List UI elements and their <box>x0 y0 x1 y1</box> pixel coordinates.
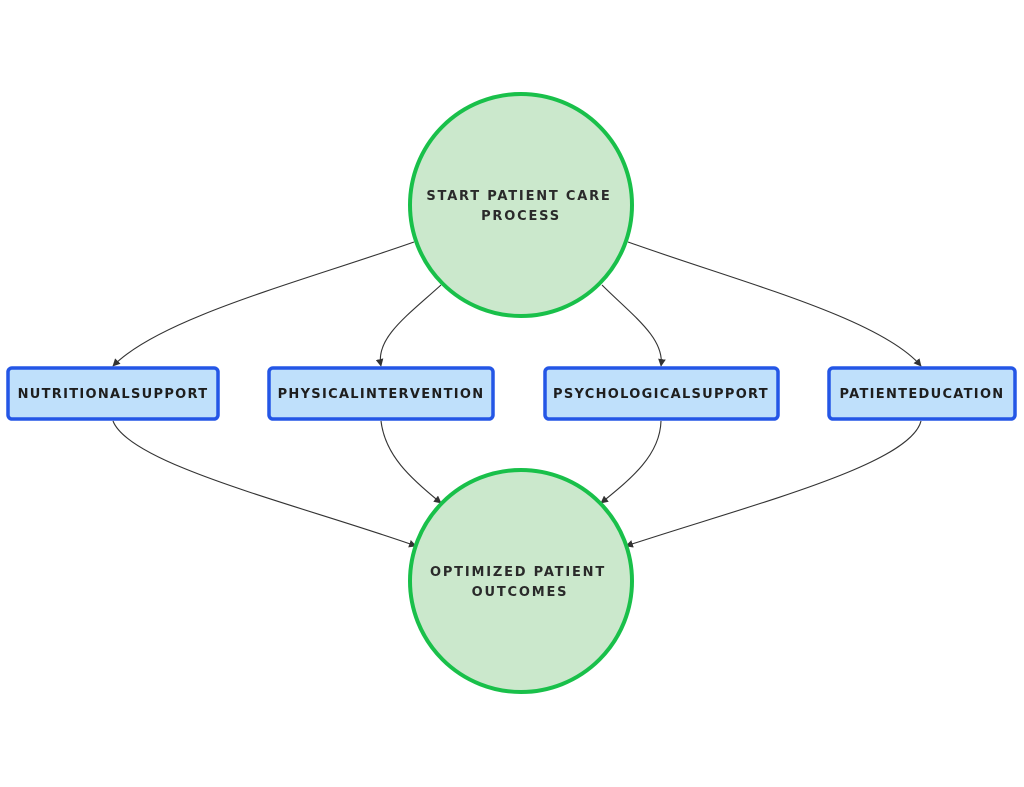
outcome-node-label-line1: OPTIMIZED PATIENT <box>430 565 606 580</box>
outcome-node-circle <box>408 468 634 694</box>
start-node[interactable]: START PATIENT CARE PROCESS <box>408 92 634 318</box>
edge-start-to-patient-education <box>627 241 922 367</box>
edge-nutritional-support-to-outcome <box>112 420 417 548</box>
intervention-node-patient-education[interactable]: PATIENTEDUCATION <box>827 366 1017 421</box>
edge-psychological-support-to-outcome <box>600 420 662 504</box>
edge-physical-intervention-to-outcome <box>380 420 442 504</box>
start-node-label-line1: START PATIENT CARE <box>426 189 611 204</box>
intervention-label-physical-intervention: PHYSICALINTERVENTION <box>278 387 485 402</box>
intervention-box <box>267 366 495 421</box>
outcome-node[interactable]: OPTIMIZED PATIENT OUTCOMES <box>408 468 634 694</box>
intervention-label-patient-education: PATIENTEDUCATION <box>840 387 1005 402</box>
intervention-box <box>827 366 1017 421</box>
intervention-node-nutritional-support[interactable]: NUTRITIONALSUPPORT <box>6 366 220 421</box>
intervention-node-psychological-support[interactable]: PSYCHOLOGICALSUPPORT <box>543 366 780 421</box>
edge-patient-education-to-outcome <box>625 420 922 548</box>
start-node-label-line2: PROCESS <box>481 209 561 224</box>
edges-from-start <box>112 241 922 367</box>
outcome-node-label-line2: OUTCOMES <box>472 585 569 600</box>
edge-start-to-nutritional-support <box>112 241 415 367</box>
intervention-box <box>6 366 220 421</box>
edge-start-to-physical-intervention <box>375 284 442 367</box>
intervention-label-nutritional-support: NUTRITIONALSUPPORT <box>18 387 209 402</box>
edges-to-outcome <box>112 420 922 548</box>
edge-start-to-psychological-support <box>601 284 666 367</box>
intervention-label-psychological-support: PSYCHOLOGICALSUPPORT <box>553 387 769 402</box>
intervention-node-physical-intervention[interactable]: PHYSICALINTERVENTION <box>267 366 495 421</box>
start-node-circle <box>408 92 634 318</box>
intervention-box <box>543 366 780 421</box>
